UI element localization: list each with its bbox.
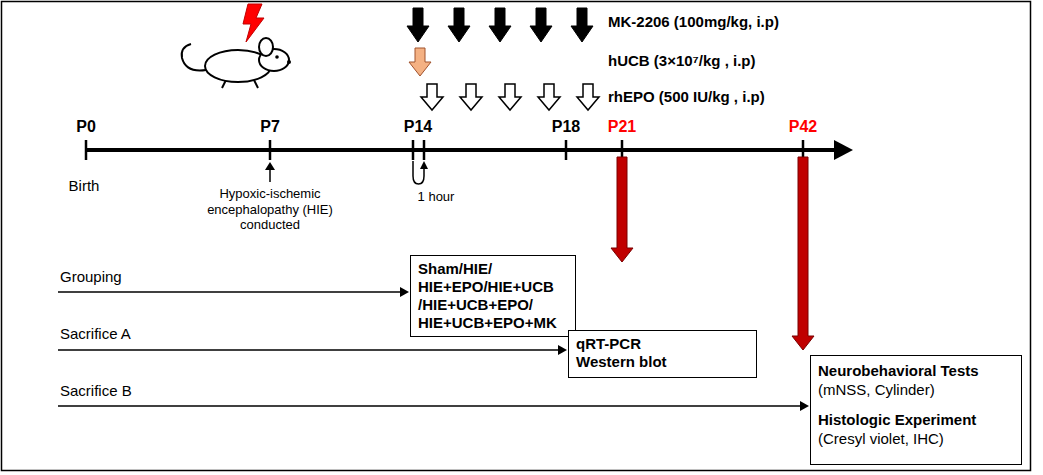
tick bbox=[85, 140, 88, 160]
day-label: P0 bbox=[76, 117, 96, 136]
dose-arrow bbox=[530, 8, 552, 42]
timeline-head bbox=[834, 140, 853, 160]
dose-arrow bbox=[538, 84, 560, 110]
dose-arrow bbox=[421, 84, 443, 110]
event-label: Birth bbox=[69, 177, 100, 195]
row-arrow bbox=[58, 291, 401, 293]
mouse-leg bbox=[254, 80, 258, 88]
box-heading: Histologic Experiment bbox=[818, 411, 1014, 429]
box-heading: Sham/HIE/ HIE+EPO/HIE+UCB /HIE+UCB+EPO/ … bbox=[418, 260, 568, 332]
row-label: Sacrifice A bbox=[60, 325, 131, 343]
day-label: P21 bbox=[608, 117, 636, 136]
dose-arrow bbox=[571, 8, 593, 42]
dose-label: MK-2206 (100mg/kg, i.p) bbox=[608, 13, 779, 31]
epo-arrows bbox=[421, 84, 599, 110]
row-arrow-head bbox=[400, 287, 409, 297]
day-label: P18 bbox=[552, 117, 580, 136]
sacrifice-arrow bbox=[792, 157, 814, 350]
day-label: P42 bbox=[789, 117, 817, 136]
interval-arrow-head bbox=[420, 161, 428, 169]
timeline-ticks bbox=[86, 140, 803, 160]
mouse-tail bbox=[182, 44, 206, 71]
outer-frame bbox=[2, 2, 1031, 471]
row-label: Sacrifice B bbox=[60, 382, 132, 400]
sacrifice-arrow bbox=[611, 157, 633, 262]
process-box: Neurobehavioral Tests(mNSS, Cylinder) His… bbox=[810, 355, 1022, 465]
row-arrow bbox=[58, 405, 801, 407]
box-text: (mNSS, Cylinder) bbox=[818, 381, 1014, 399]
mouse-icon bbox=[182, 4, 291, 88]
row-arrow-head bbox=[800, 401, 809, 411]
mk-arrows bbox=[407, 8, 593, 42]
mouse-eye bbox=[275, 55, 279, 59]
tick bbox=[269, 140, 272, 160]
dose-label: rhEPO (500 IU/kg , i.p) bbox=[608, 88, 765, 106]
interval-label: 1 hour bbox=[418, 189, 455, 205]
row-arrow bbox=[58, 349, 559, 351]
ucb-arrow bbox=[409, 48, 431, 76]
event-arrow-head bbox=[265, 162, 275, 170]
mouse-nose bbox=[287, 60, 291, 64]
tick bbox=[412, 140, 415, 160]
box-heading: qRT-PCR Western blot bbox=[576, 335, 688, 371]
dose-label: hUCB (3×10⁷/kg , i.p) bbox=[608, 52, 755, 70]
process-box: qRT-PCR Western blot bbox=[568, 330, 757, 378]
dose-arrow bbox=[448, 8, 470, 42]
day-label: P14 bbox=[404, 117, 432, 136]
row-arrow-head bbox=[558, 345, 567, 355]
event-label: Hypoxic-ischemic encephalopathy (HIE) co… bbox=[201, 186, 339, 233]
box-text: (Cresyl violet, IHC) bbox=[818, 430, 1014, 448]
mouse-ear bbox=[259, 38, 273, 56]
row-label: Grouping bbox=[60, 268, 122, 286]
dose-arrow bbox=[489, 8, 511, 42]
dose-arrow bbox=[460, 84, 482, 110]
dose-arrow bbox=[407, 8, 429, 42]
timeline-axis bbox=[86, 148, 836, 152]
lightning-bolt bbox=[243, 4, 264, 42]
tick bbox=[565, 140, 568, 160]
dose-arrow bbox=[577, 84, 599, 110]
dose-arrow bbox=[499, 84, 521, 110]
box-heading: Neurobehavioral Tests bbox=[818, 362, 1014, 380]
tick bbox=[423, 140, 426, 160]
day-label: P7 bbox=[260, 117, 280, 136]
process-box: Sham/HIE/ HIE+EPO/HIE+UCB /HIE+UCB+EPO/ … bbox=[410, 255, 576, 337]
event-arrow bbox=[269, 168, 271, 182]
